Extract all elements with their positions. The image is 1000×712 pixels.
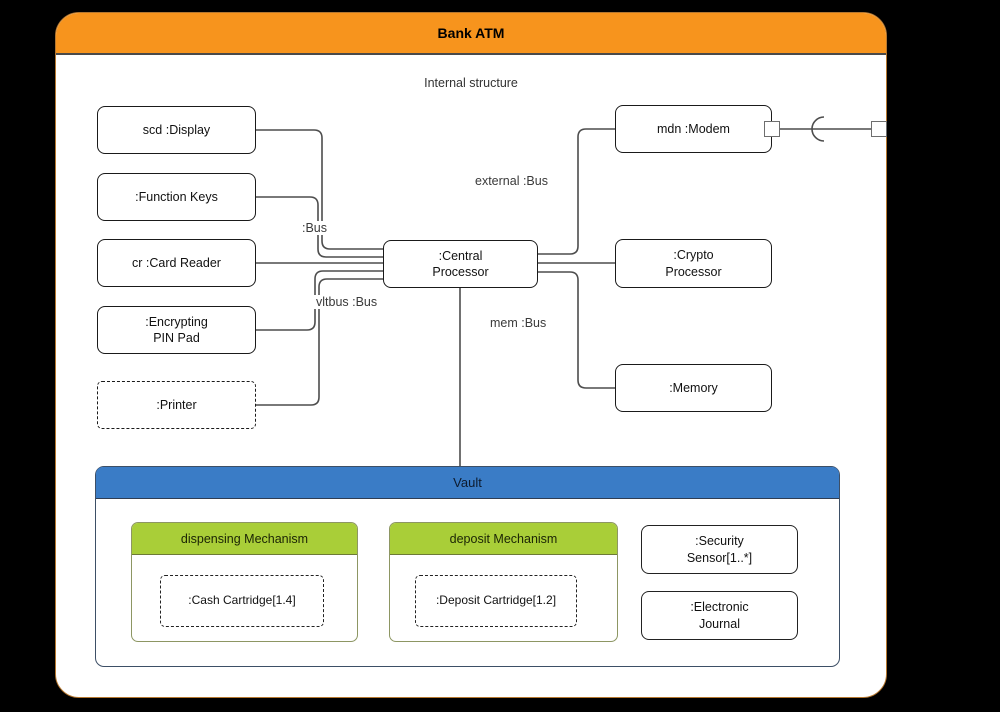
internal-structure-label: Internal structure (424, 76, 518, 90)
modem-port-icon (764, 121, 780, 137)
boundary-port-icon (871, 121, 887, 137)
bank-atm-header: Bank ATM (56, 13, 886, 55)
deposit-mechanism: deposit Mechanism :Deposit Cartridge[1.2… (389, 522, 618, 642)
node-function-keys: :Function Keys (97, 173, 256, 221)
node-encrypting-pin-pad: :Encrypting PIN Pad (97, 306, 256, 354)
deposit-mechanism-header: deposit Mechanism (390, 523, 617, 555)
node-memory: :Memory (615, 364, 772, 412)
vault-header: Vault (96, 467, 839, 499)
electronic-journal: :Electronic Journal (641, 591, 798, 640)
vault-component: Vault dispensing Mechanism :Cash Cartrid… (95, 466, 840, 667)
security-sensor: :Security Sensor[1..*] (641, 525, 798, 574)
bus-label: :Bus (300, 221, 330, 235)
dispensing-mechanism-header: dispensing Mechanism (132, 523, 357, 555)
vault-title: Vault (453, 475, 482, 490)
cash-cartridge: :Cash Cartridge[1.4] (160, 575, 324, 627)
vltbus-label: vltbus :Bus (314, 295, 380, 309)
deposit-cartridge: :Deposit Cartridge[1.2] (415, 575, 577, 627)
dispensing-mechanism: dispensing Mechanism :Cash Cartridge[1.4… (131, 522, 358, 642)
node-display: scd :Display (97, 106, 256, 154)
node-card-reader: cr :Card Reader (97, 239, 256, 287)
node-printer: :Printer (97, 381, 256, 429)
bank-atm-title: Bank ATM (437, 25, 505, 41)
external-bus-label: external :Bus (473, 174, 550, 188)
node-modem: mdn :Modem (615, 105, 772, 153)
node-central-processor: :Central Processor (383, 240, 538, 288)
mem-bus-label: mem :Bus (488, 316, 549, 330)
node-crypto-processor: :Crypto Processor (615, 239, 772, 288)
